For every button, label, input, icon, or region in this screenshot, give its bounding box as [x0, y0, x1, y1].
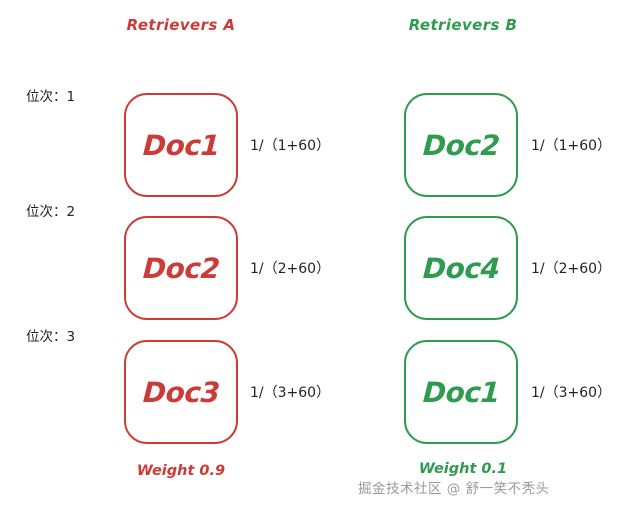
doc-label: Doc2 [141, 251, 221, 285]
score-formula: 1/（3+60） [250, 385, 331, 401]
doc-label: Doc1 [141, 128, 221, 162]
weight-label-retrievers-b: Weight 0.1 [418, 461, 508, 477]
doc-box: Doc3 [124, 340, 238, 444]
rank-label-3: 位次：3 [26, 329, 76, 345]
watermark: 掘金技术社区 @ 舒一笑不秃头 [358, 481, 550, 497]
doc-label: Doc3 [141, 375, 221, 409]
rank-label-2: 位次：2 [26, 204, 76, 220]
doc-box: Doc4 [404, 216, 518, 320]
doc-box: Doc1 [404, 340, 518, 444]
score-formula: 1/（3+60） [531, 385, 612, 401]
score-formula: 1/（1+60） [531, 138, 612, 154]
doc-box: Doc2 [404, 93, 518, 197]
score-formula: 1/（2+60） [250, 261, 331, 277]
score-formula: 1/（1+60） [250, 138, 331, 154]
doc-label: Doc2 [421, 128, 501, 162]
column-title-retrievers-a: Retrievers A [126, 16, 236, 34]
doc-label: Doc4 [421, 251, 501, 285]
rank-label-1: 位次：1 [26, 89, 76, 105]
score-formula: 1/（2+60） [531, 261, 612, 277]
doc-box: Doc2 [124, 216, 238, 320]
column-title-retrievers-b: Retrievers B [408, 16, 518, 34]
weight-label-retrievers-a: Weight 0.9 [136, 463, 226, 479]
doc-label: Doc1 [421, 375, 501, 409]
doc-box: Doc1 [124, 93, 238, 197]
